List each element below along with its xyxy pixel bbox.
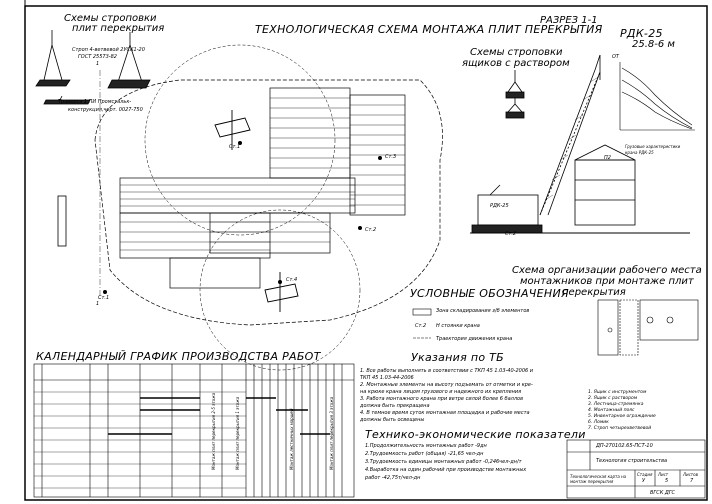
workplace-legend-6: 6. Ломик bbox=[588, 420, 609, 425]
legend-item-station: Н стоянки крана bbox=[436, 323, 480, 329]
crane-spec: 25.8-6 м bbox=[632, 39, 675, 50]
workplace-legend: 1. Ящик с инструментом 2. Ящик с раствор… bbox=[588, 390, 656, 432]
title-block-sheet: Лист bbox=[658, 472, 669, 477]
tb-item-8: должны быть освещены bbox=[360, 417, 425, 423]
station-3-label: Ст.3 bbox=[385, 154, 397, 160]
station-2b-label: Ст.2 bbox=[505, 231, 517, 237]
calendar-vertical-2: Монтаж плит перекрытия 1 этажа bbox=[235, 396, 240, 470]
station-1-label: Ст.1 bbox=[229, 144, 241, 150]
calendar-bars bbox=[108, 397, 330, 435]
tb-item-1: 1. Все работы выполнять в соответствии с… bbox=[360, 368, 534, 374]
tb-item-7: 4. В темное время суток монтажная площад… bbox=[360, 410, 530, 416]
traverse-note: Траверса 1 ПИ Промстальк- bbox=[58, 99, 132, 105]
sling-boxes-title-1: Схемы строповки bbox=[470, 47, 563, 58]
tep-notes: 1.Продолжительность монтажных работ -9дн… bbox=[365, 442, 526, 482]
sling-slabs-title-2: плит перекрытия bbox=[72, 23, 165, 34]
calendar-title: КАЛЕНДАРНЫЙ ГРАФИК ПРОИЗВОДСТВА РАБОТ bbox=[36, 350, 321, 363]
workplace-title-1: Схема организации рабочего места bbox=[512, 265, 702, 276]
cut-mark-a: 1 bbox=[96, 61, 100, 67]
tep-item-3: 3.Трудоемкость единицы монтажных работ -… bbox=[365, 459, 522, 465]
tep-item-1: 1.Продолжительность монтажных работ -9дн bbox=[365, 443, 487, 449]
crane-section bbox=[470, 54, 690, 234]
legend-item-station-sym: Ст.2 bbox=[415, 323, 427, 329]
cut-mark-b: 1 bbox=[96, 301, 100, 307]
sling-scheme-boxes bbox=[505, 70, 525, 119]
tb-item-2: ТКП 45 1.03-44-2006 bbox=[360, 375, 414, 381]
tep-item-2: 2.Трудоемкость работ (общая) -21,65 чел-… bbox=[365, 451, 484, 457]
calendar-table bbox=[33, 363, 355, 498]
title-block-sheet-no: 5 bbox=[665, 478, 669, 484]
crane-reach-arcs bbox=[144, 44, 361, 371]
legend-item-path: Траектория движения крана bbox=[436, 336, 513, 342]
workplace-legend-1: 1. Ящик с инструментом bbox=[588, 390, 647, 395]
tep-title: Технико-экономические показатели bbox=[365, 428, 586, 441]
station-1b-label: Ст.1 bbox=[98, 295, 110, 301]
crane-lattice bbox=[544, 77, 598, 201]
sling-scheme-slabs bbox=[35, 30, 151, 105]
tep-item-5: работ -42,75т/чел-дн bbox=[365, 475, 421, 481]
tb-item-4: на крюке крана лицом грузового и надежно… bbox=[360, 389, 522, 395]
legend-symbols bbox=[412, 308, 432, 339]
load-chart bbox=[619, 62, 695, 131]
legend-item-storage: Зона складирования з/б элементов bbox=[436, 308, 530, 314]
workplace-title-3: перекрытия bbox=[562, 287, 626, 298]
stair-element bbox=[57, 195, 67, 247]
calendar-vertical-4: Монтаж плит перекрытия 3 этажа bbox=[329, 396, 334, 470]
chart-caption-1: Грузовые характеристики bbox=[625, 144, 681, 149]
calendar-vertical-3: Монтаж лестничных маршей bbox=[289, 408, 294, 470]
tb-item-5: 3. Работа монтажного крана при ветре сил… bbox=[360, 396, 524, 402]
hanging-slab-symbols bbox=[214, 110, 299, 312]
section-title: РАЗРЕЗ 1-1 bbox=[540, 15, 598, 26]
crane-name-label: РДК-25 bbox=[490, 203, 509, 209]
sling-boxes-title-2: ящиков с раствором bbox=[462, 58, 570, 69]
sheet-frame bbox=[24, 5, 708, 501]
building-plan bbox=[94, 79, 443, 326]
station-2-label: Ст.2 bbox=[365, 227, 377, 233]
traverse-note-2: конструкция,черт. 0027-750 bbox=[68, 107, 143, 113]
tep-item-4: 4.Выработка на один рабочий при производ… bbox=[365, 467, 527, 473]
workplace-drawing bbox=[597, 299, 699, 356]
workplace-legend-5: 5. Инвентарное ограждение bbox=[588, 414, 656, 419]
workplace-legend-4: 4. Монтажный пояс bbox=[588, 408, 635, 413]
chart-y-label: ОТ bbox=[612, 54, 619, 60]
slab-hatch bbox=[120, 97, 405, 251]
p2-label: П2 bbox=[604, 155, 611, 161]
crane-model: РДК-25 bbox=[620, 27, 663, 40]
sling-slabs-title-1: Схемы строповки bbox=[64, 13, 157, 24]
title-block-sheets-no: 7 bbox=[690, 478, 694, 484]
title-block-sheets: Листов bbox=[683, 472, 698, 477]
tb-notes: 1. Все работы выполнять в соответствии с… bbox=[360, 368, 533, 424]
title-block-code: ДП-270102.65-ПСТ-10 bbox=[596, 443, 653, 449]
title-block-subject: Технология строительства bbox=[596, 458, 668, 464]
title-block-u: У bbox=[642, 478, 646, 484]
title-block-drawing: Технологическая карта на монтаж перекрыт… bbox=[570, 474, 627, 484]
workplace-legend-3: 3. Лестница-стремянка bbox=[588, 402, 644, 407]
calendar-vertical-1: Монтаж плит перекрытия 2-5 этажа bbox=[211, 392, 216, 470]
chart-caption-2: крана РДК-25 bbox=[625, 150, 654, 155]
title-block-stage: Стадия bbox=[637, 472, 653, 477]
tb-item-3: 2. Монтажные элементы на высоту подъемат… bbox=[360, 382, 533, 388]
legend-title: УСЛОВНЫЕ ОБОЗНАЧЕНИЯ bbox=[410, 287, 569, 300]
title-block bbox=[566, 439, 706, 499]
sling-note-1-gost: ГОСТ 25573-82 bbox=[78, 54, 117, 60]
crane-stations bbox=[103, 141, 382, 294]
workplace-title-2: монтажников при монтаже плит bbox=[520, 276, 694, 287]
main-title: ТЕХНОЛОГИЧЕСКАЯ СХЕМА МОНТАЖА ПЛИТ ПЕРЕК… bbox=[255, 23, 603, 36]
tb-item-6: должна быть прекращена bbox=[360, 403, 430, 409]
title-block-org: ВГСК ДГС bbox=[650, 490, 676, 496]
sling-note-1: Строп 4-ветвевой 2УСК1-20 bbox=[72, 47, 145, 53]
calendar-rows bbox=[34, 391, 246, 489]
workplace-legend-7: 7. Строп четырехветвевой bbox=[588, 426, 652, 431]
station-4-label: Ст.4 bbox=[286, 277, 298, 283]
tb-title: Указания по ТБ bbox=[411, 351, 505, 364]
workplace-legend-2: 2. Ящик с раствором bbox=[588, 396, 638, 401]
